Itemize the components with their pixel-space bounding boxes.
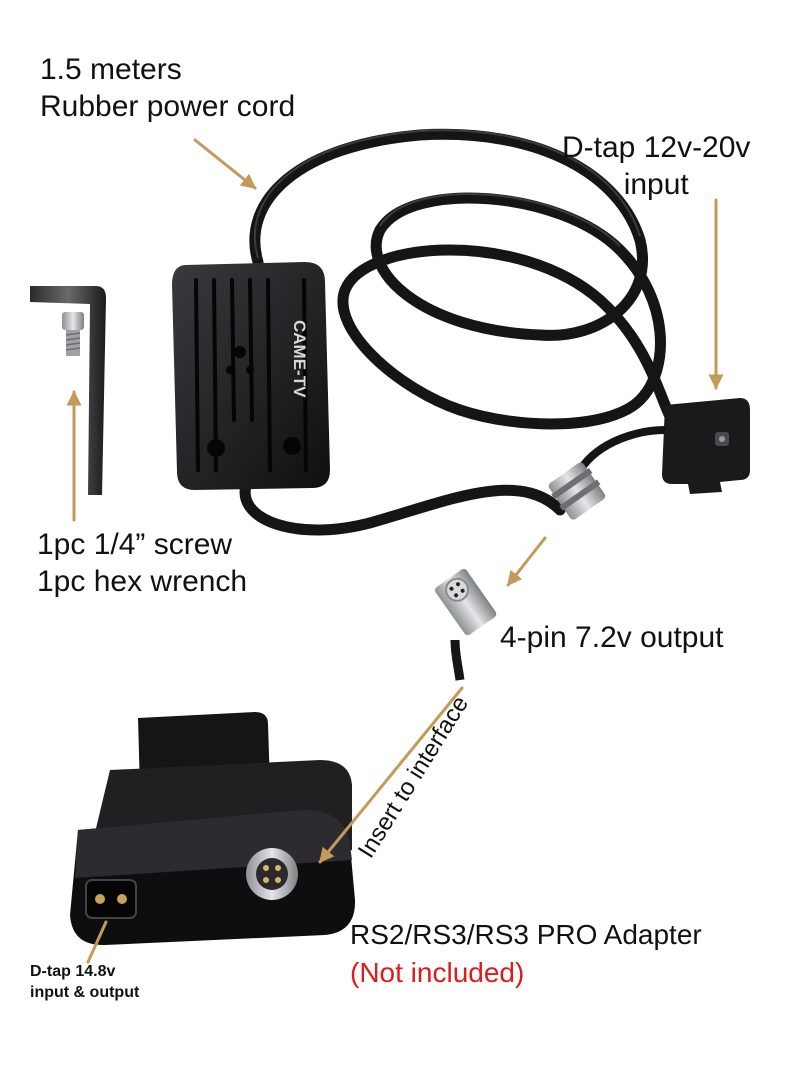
cord-highlight bbox=[253, 129, 641, 259]
mount-hole bbox=[234, 346, 246, 358]
label-dtap-adapter-voltage: D-tap 14.8v bbox=[30, 963, 116, 980]
output-cable bbox=[435, 426, 666, 681]
dtap-input-plug bbox=[662, 398, 750, 494]
label-adapter: RS2/RS3/RS3 PRO Adapter bbox=[350, 919, 702, 950]
power-cord bbox=[239, 128, 678, 536]
label-dtap-adapter-port: D-tap 14.8v input & output bbox=[30, 962, 139, 1004]
four-pin-port bbox=[246, 848, 298, 900]
label-power-cord-type: Rubber power cord bbox=[40, 89, 296, 123]
arrow-output bbox=[506, 536, 547, 587]
mount-hole bbox=[246, 366, 254, 374]
label-screw: 1pc 1/4” screw bbox=[37, 528, 233, 561]
arrow-insert bbox=[318, 686, 464, 864]
pointer-arrows bbox=[66, 138, 724, 964]
label-wrench: 1pc hex wrench bbox=[37, 564, 248, 598]
label-dtap-input: D-tap 12v-20v input bbox=[562, 130, 750, 203]
mount-hole bbox=[283, 437, 301, 455]
rs-adapter bbox=[70, 712, 356, 946]
label-not-included: (Not included) bbox=[350, 957, 525, 988]
label-dtap-input-word: input bbox=[623, 167, 689, 201]
dtap-port bbox=[85, 879, 137, 919]
label-dtap-input-voltage: D-tap 12v-20v bbox=[562, 131, 751, 164]
label-power-cord: 1.5 meters Rubber power cord bbox=[40, 52, 295, 125]
label-output: 4-pin 7.2v output bbox=[500, 621, 724, 654]
label-power-cord-length: 1.5 meters bbox=[40, 53, 182, 86]
hex-wrench bbox=[30, 286, 106, 495]
label-accessories: 1pc 1/4” screw 1pc hex wrench bbox=[37, 527, 247, 600]
converter-box: CAME-TV bbox=[172, 262, 330, 490]
screw bbox=[62, 312, 84, 356]
mount-hole bbox=[207, 439, 225, 457]
arrow-cord bbox=[193, 138, 257, 190]
label-dtap-adapter-io: input & output bbox=[30, 983, 140, 1001]
brand-logo: CAME-TV bbox=[290, 320, 309, 398]
arrow-dtap148 bbox=[86, 920, 108, 964]
mount-hole bbox=[226, 366, 234, 374]
